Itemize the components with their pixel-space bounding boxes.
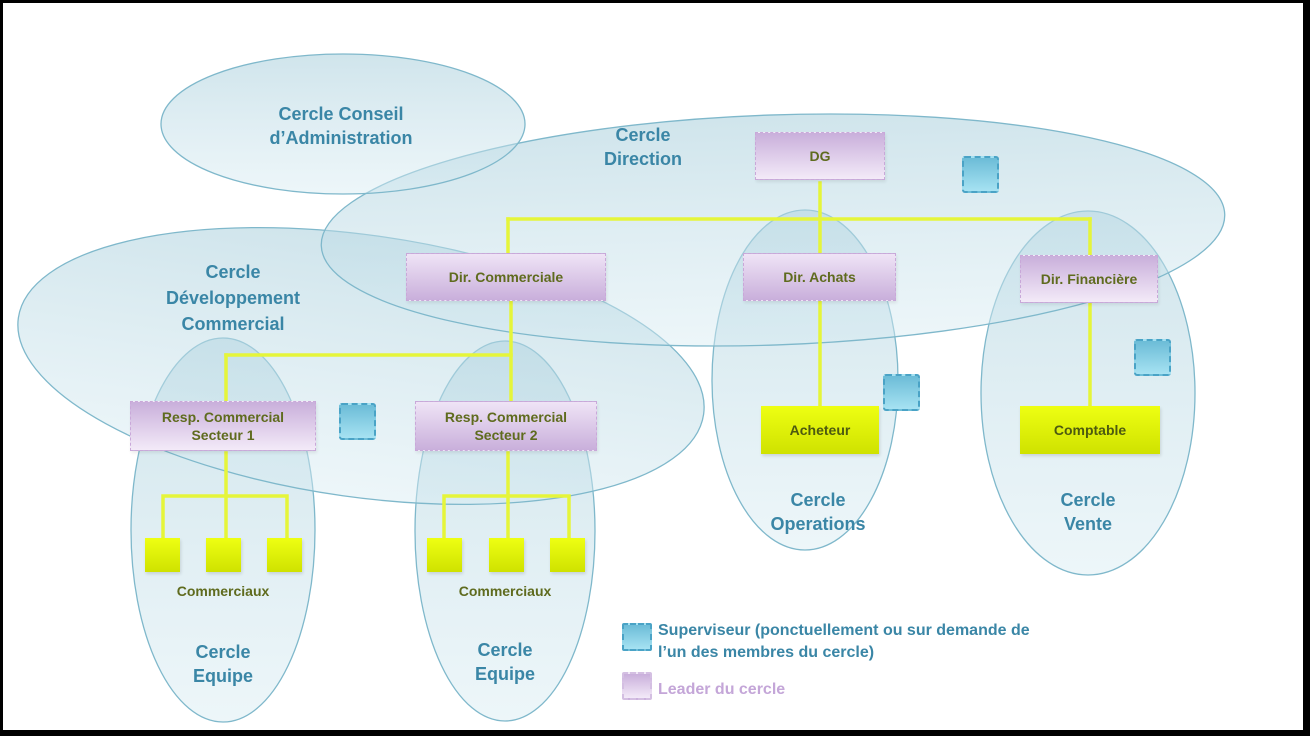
leader-dg[interactable]: DG	[755, 132, 885, 180]
legend-line: l’un des membres du cercle)	[658, 644, 875, 661]
label-line: Cercle	[615, 125, 671, 145]
caption-commerciaux-1: Commerciaux	[176, 583, 270, 599]
connector-team2-bar	[442, 494, 571, 540]
member-comptable[interactable]: Comptable	[1020, 406, 1160, 454]
supervisor-operations[interactable]	[883, 374, 920, 411]
label-cercle-vente: Cercle Vente	[1033, 488, 1143, 536]
label-line: Cercle	[477, 640, 533, 660]
caption-commerciaux-2: Commerciaux	[458, 583, 552, 599]
legend-leader-text: Leader du cercle	[658, 681, 786, 698]
label-cercle-developpement: Cercle Développement Commercial	[153, 259, 313, 337]
label-cercle-operations: Cercle Operations	[753, 488, 883, 536]
leader-dir-commerciale[interactable]: Dir. Commerciale	[406, 253, 606, 301]
supervisor-developpement[interactable]	[339, 403, 376, 440]
member-label: Comptable	[1053, 422, 1127, 438]
label-line: d’Administration	[269, 128, 413, 148]
leader-dir-achats[interactable]: Dir. Achats	[743, 253, 896, 301]
legend-supervisor-text: Superviseur (ponctuellement ou sur deman…	[658, 620, 1030, 664]
member-commercial[interactable]	[267, 538, 302, 572]
leader-dir-financiere[interactable]: Dir. Financière	[1020, 255, 1158, 303]
leader-resp-secteur-1[interactable]: Resp. Commercial Secteur 1	[130, 401, 316, 451]
leader-label-line: Resp. Commercial	[444, 409, 568, 425]
leader-label: Resp. Commercial Secteur 2	[445, 408, 567, 444]
label-line: Operations	[770, 514, 866, 534]
leader-label-line: Resp. Commercial	[161, 409, 285, 425]
label-line: Equipe	[474, 664, 535, 684]
label-line: Développement	[165, 288, 301, 308]
circles-layer	[17, 53, 1226, 723]
leader-label: DG	[809, 148, 831, 164]
label-cercle-conseil: Cercle Conseil d’Administration	[241, 102, 441, 150]
member-commercial[interactable]	[145, 538, 180, 572]
legend-line: Superviseur (ponctuellement ou sur deman…	[658, 622, 1030, 639]
label-line: Cercle	[195, 642, 251, 662]
label-line: Cercle	[790, 490, 846, 510]
supervisor-vente[interactable]	[1134, 339, 1171, 376]
label-cercle-equipe-1: Cercle Equipe	[163, 640, 283, 688]
supervisor-direction[interactable]	[962, 156, 999, 193]
legend-supervisor-swatch	[622, 623, 652, 651]
label-line: Vente	[1063, 514, 1113, 534]
label-line: Cercle Conseil	[278, 104, 404, 124]
label-line: Cercle	[205, 262, 261, 282]
member-acheteur[interactable]: Acheteur	[761, 406, 879, 454]
label-line: Direction	[603, 149, 682, 169]
leader-label-line: Secteur 1	[191, 427, 255, 443]
label-line: Cercle	[1060, 490, 1116, 510]
connector-team1-bar	[161, 494, 289, 540]
member-commercial[interactable]	[206, 538, 241, 572]
circle-conseil-administration	[160, 53, 526, 195]
member-label: Acheteur	[789, 422, 851, 438]
label-cercle-equipe-2: Cercle Equipe	[445, 638, 565, 686]
member-commercial[interactable]	[550, 538, 585, 572]
diagram-canvas: Cercle Conseil d’Administration Cercle D…	[3, 3, 1303, 730]
leader-label: Dir. Achats	[783, 269, 856, 285]
leader-label: Resp. Commercial Secteur 1	[162, 408, 284, 444]
leader-resp-secteur-2[interactable]: Resp. Commercial Secteur 2	[415, 401, 597, 451]
leader-label: Dir. Commerciale	[448, 269, 564, 285]
legend-leader-swatch	[622, 672, 652, 700]
leader-label-line: Secteur 2	[474, 427, 538, 443]
leader-label: Dir. Financière	[1040, 271, 1138, 287]
label-cercle-direction: Cercle Direction	[583, 123, 703, 171]
member-commercial[interactable]	[427, 538, 462, 572]
member-commercial[interactable]	[489, 538, 524, 572]
label-line: Equipe	[192, 666, 253, 686]
label-line: Commercial	[181, 314, 285, 334]
